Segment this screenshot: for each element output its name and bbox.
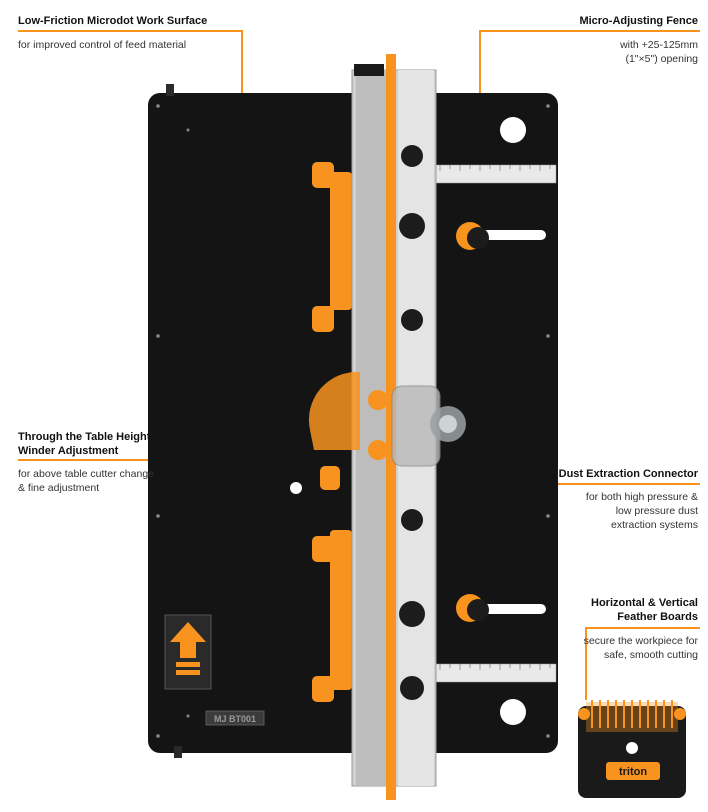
winder-title: Through the Table Height Winder Adjustme… (18, 430, 150, 458)
fence-slot-bottom (478, 604, 546, 614)
work-surface-title: Low-Friction Microdot Work Surface (18, 15, 208, 27)
dust-desc: for both high pressure & low pressure du… (586, 490, 698, 532)
winder-desc-line: & fine adjustment (18, 482, 100, 494)
dust-title: Dust Extraction Connector (558, 468, 698, 480)
micro-adjust-knobs (456, 222, 489, 622)
dust-desc-line: low pressure dust (615, 505, 698, 517)
model-plate-text: MJ BT001 (214, 714, 256, 724)
feather-desc-line: secure the workpiece for (583, 635, 698, 647)
dust-desc-line: for both high pressure & (585, 491, 698, 503)
dust-desc-line: extraction systems (611, 519, 698, 531)
feather-title-line: Feather Boards (617, 611, 698, 623)
brand-logo-text: triton (619, 766, 647, 778)
fence-knobs (399, 145, 425, 700)
fence-slot-top (478, 230, 546, 240)
feather-desc-line: safe, smooth cutting (604, 649, 698, 661)
ruler-bottom (435, 663, 557, 683)
feather-board-left (312, 162, 352, 702)
fence-desc-line: with +25-125mm (620, 39, 698, 51)
leader-line-feather (585, 627, 700, 700)
direction-arrow (164, 614, 212, 690)
feather-title-line: Horizontal & Vertical (591, 597, 698, 609)
work-surface-desc: for improved control of feed material (18, 39, 187, 51)
model-plate (205, 710, 265, 726)
feather-desc: secure the workpiece for safe, smooth cu… (584, 634, 698, 662)
brand-badge (606, 762, 660, 780)
mounting-hole-bottom (500, 699, 526, 725)
winder-title-line: Through the Table Height (18, 431, 151, 443)
fence-desc: with +25-125mm (1"×5") opening (620, 38, 698, 66)
fence-title: Micro-Adjusting Fence (579, 15, 698, 27)
feather-board-thumbnail: triton (578, 700, 686, 798)
winder-access-hole (290, 482, 302, 494)
ruler-top (435, 164, 557, 184)
fence-orange-strip (386, 54, 396, 800)
winder-desc: for above table cutter change & fine adj… (18, 467, 154, 495)
cutter-guard (308, 371, 360, 450)
mounting-hole-top (500, 117, 526, 143)
feather-title: Horizontal & Vertical Feather Boards (591, 596, 698, 624)
fence-desc-line: (1"×5") opening (625, 53, 698, 65)
winder-desc-line: for above table cutter change (18, 468, 155, 480)
winder-title-line: Winder Adjustment (18, 445, 119, 457)
